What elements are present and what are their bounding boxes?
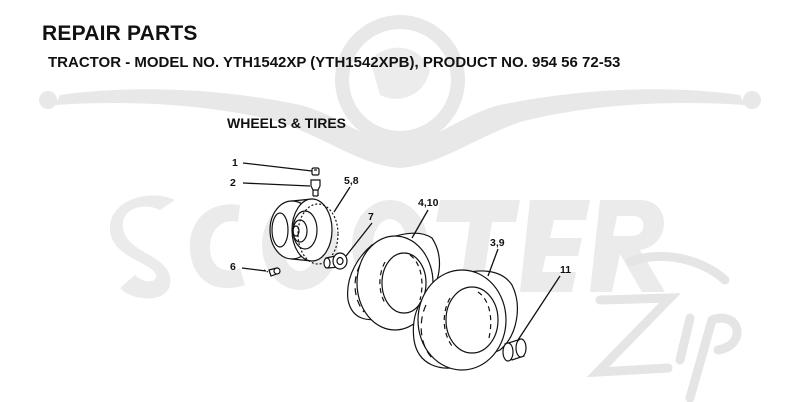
callout-6: 6 (230, 261, 236, 273)
part-wheel-rim (269, 198, 333, 262)
section-title: WHEELS & TIRES (227, 115, 347, 131)
watermark-script (586, 252, 742, 402)
watermark-logo (39, 15, 761, 168)
leader-lines (241, 162, 561, 341)
part-valve-stem (310, 179, 321, 197)
part-valve-cap (311, 167, 320, 176)
part-tire-front (347, 232, 440, 331)
part-rim-ring (297, 203, 339, 265)
callout-7: 7 (368, 211, 374, 223)
part-bushing (502, 338, 527, 362)
part-tire-rear (412, 269, 518, 371)
part-spacer (323, 252, 348, 270)
model-subtitle: TRACTOR - MODEL NO. YTH1542XP (YTH1542XP… (48, 54, 621, 71)
part-screw (263, 267, 281, 277)
callout-1: 1 (232, 157, 238, 169)
callout-3-9: 3,9 (490, 237, 505, 249)
callout-5-8: 5,8 (344, 175, 359, 187)
page-title: REPAIR PARTS (42, 22, 198, 45)
callout-2: 2 (230, 177, 236, 189)
callout-labels: 1 2 5,8 7 4,10 3,9 6 11 (230, 157, 571, 276)
callout-4-10: 4,10 (418, 197, 439, 209)
callout-11: 11 (560, 264, 571, 276)
